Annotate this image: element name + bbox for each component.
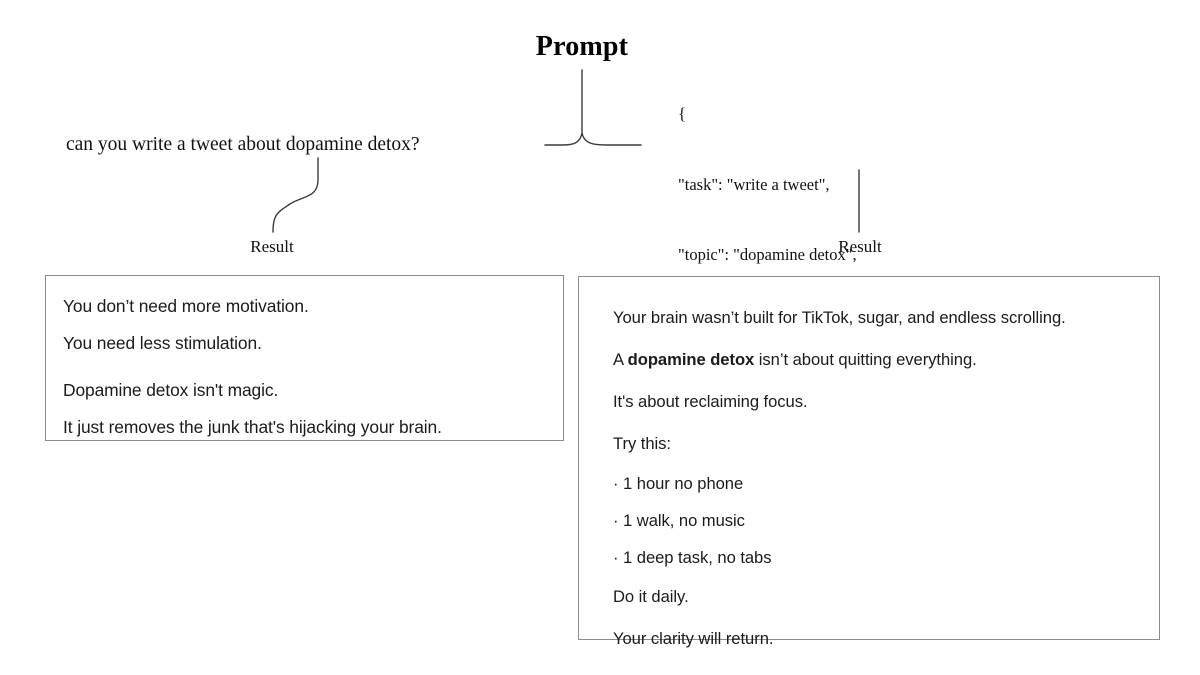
result-right-line: Your clarity will return. — [613, 629, 774, 648]
json-line: "topic": "dopamine detox", — [678, 245, 857, 264]
result-right-bold-phrase: dopamine detox — [627, 350, 755, 369]
page-title: Prompt — [535, 31, 629, 62]
result-right-line: Do it daily. — [613, 587, 689, 606]
json-line: "task": "write a tweet", — [678, 174, 830, 194]
json-line: { — [678, 104, 686, 123]
result-right-bullet: · 1 hour no phone — [613, 474, 744, 493]
result-right-text-suffix: isn’t about quitting everything. — [754, 350, 977, 369]
user-query-text: can you write a tweet about dopamine det… — [66, 134, 420, 155]
result-left-line: Dopamine detox isn't magic. — [63, 380, 279, 400]
result-box-right: Your brain wasn’t built for TikTok, suga… — [578, 276, 1160, 648]
result-right-bullet: · 1 deep task, no tabs — [613, 548, 772, 567]
result-right-line: Your brain wasn’t built for TikTok, suga… — [613, 308, 1066, 327]
prompt-brace-left-arm — [544, 132, 583, 146]
result-right-text-prefix: A — [613, 350, 628, 369]
result-left-line: You don’t need more motivation. — [63, 296, 309, 316]
result-label-left: Result — [250, 237, 294, 256]
left-result-connector — [272, 157, 319, 233]
result-right-bullet: · 1 walk, no music — [613, 511, 745, 530]
result-label-right: Result — [838, 237, 882, 256]
result-right-line: It's about reclaiming focus. — [613, 392, 808, 411]
result-right-line: Try this: — [613, 434, 671, 453]
result-left-line: It just removes the junk that's hijackin… — [63, 417, 442, 437]
prompt-brace-right-arm — [581, 132, 642, 146]
result-right-line-bolded: A dopamine detox isn’t about quitting ev… — [613, 339, 1141, 381]
result-box-left: You don’t need more motivation. You need… — [45, 275, 564, 441]
result-left-line: You need less stimulation. — [63, 333, 262, 353]
